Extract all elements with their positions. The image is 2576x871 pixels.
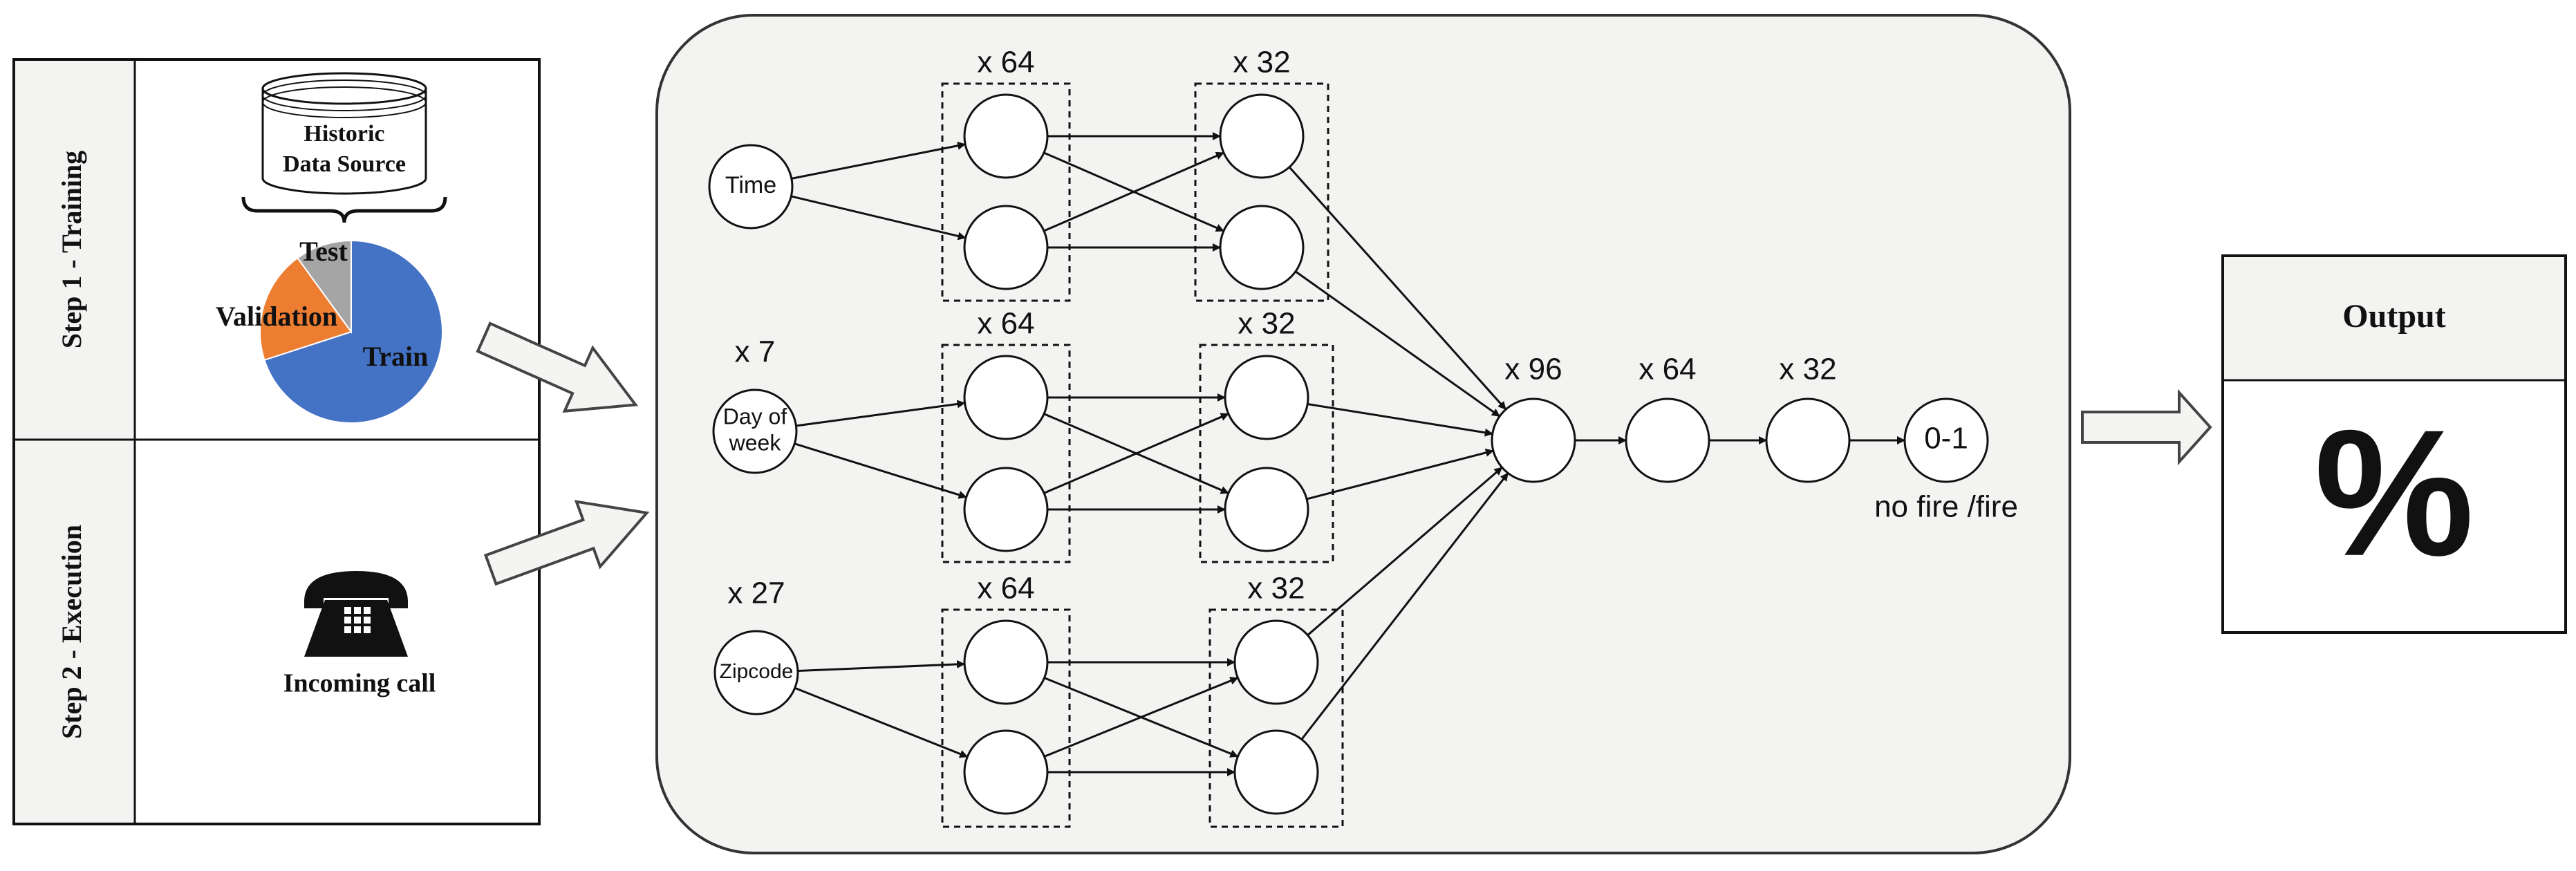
layer2-box-1 <box>1199 344 1334 563</box>
steps-panel: Step 1 - Training Step 2 - Execution His… <box>12 58 541 825</box>
layer2-count-label: x 32 <box>1238 307 1295 341</box>
historic-data-source-icon: Historic Data Source <box>261 72 427 195</box>
input-label-1: Day of <box>723 404 787 429</box>
merge-count-label-2: x 32 <box>1779 353 1836 386</box>
edge-input-l1 <box>794 442 967 499</box>
edge-input-l1 <box>791 141 967 180</box>
output-node <box>1903 397 1989 483</box>
pie-slice-validation <box>259 256 353 362</box>
edge-l2-merge <box>1307 467 1503 636</box>
step2-label-column <box>14 440 135 824</box>
edge-input-l1 <box>791 195 967 241</box>
hidden-node <box>1219 205 1305 290</box>
merge-node <box>1625 397 1710 483</box>
edge-l1-l2 <box>1043 413 1229 494</box>
curly-brace <box>241 196 447 223</box>
hidden-node <box>963 729 1049 815</box>
data-source-label-line1: Historic <box>304 121 384 147</box>
pie-label-validation: Validation <box>216 301 337 332</box>
hidden-node <box>1233 729 1319 815</box>
data-source-label-line2: Data Source <box>283 151 406 177</box>
edge-l2-merge <box>1300 472 1509 740</box>
hidden-node <box>1219 93 1305 179</box>
pie-slice-train <box>263 239 443 424</box>
hidden-node <box>1224 355 1309 440</box>
hidden-node <box>963 355 1049 440</box>
dataset-split-pie <box>259 239 443 424</box>
telephone-icon <box>304 571 408 657</box>
arrow-training-to-network <box>476 321 639 413</box>
arrow-network-to-output <box>2081 388 2212 466</box>
pie-label-train: Train <box>363 341 429 372</box>
output-node-label: 0-1 <box>1924 422 1968 456</box>
arrow-execution-to-network <box>483 500 650 586</box>
input-node-1 <box>712 388 798 474</box>
hidden-node <box>1233 619 1319 705</box>
edge-l1-l2 <box>1043 151 1224 232</box>
output-frame <box>2221 254 2567 634</box>
step1-label: Step 1 - Training <box>56 151 87 348</box>
output-title: Output <box>2342 298 2445 335</box>
edge-l2-merge <box>1306 448 1494 500</box>
edge-input-l1 <box>797 659 966 673</box>
edge-l2-merge <box>1295 270 1500 418</box>
input-label-1: week <box>729 430 782 455</box>
layer1-count-label: x 64 <box>977 572 1034 606</box>
layer1-box-1 <box>941 344 1071 563</box>
edge-input-l1 <box>794 686 969 758</box>
output-caption: no fire /fire <box>1874 490 2018 524</box>
layer2-count-label: x 32 <box>1247 572 1305 606</box>
step1-label-column <box>14 59 135 440</box>
input-node-2 <box>713 630 799 715</box>
hidden-node <box>963 467 1049 552</box>
hidden-node <box>963 93 1049 179</box>
edge-l2-merge <box>1288 166 1507 411</box>
merge-count-label-1: x 64 <box>1639 353 1696 386</box>
layer1-count-label: x 64 <box>977 307 1034 341</box>
incoming-call-label: Incoming call <box>283 669 436 698</box>
hidden-node <box>1224 467 1309 552</box>
input-node-0 <box>708 144 794 230</box>
layer2-count-label: x 32 <box>1233 46 1290 79</box>
output-panel: Output % <box>2221 254 2567 634</box>
edge-l2-merge <box>1307 403 1493 437</box>
input-label-2: Zipcode <box>720 660 794 683</box>
merge-node <box>1765 397 1851 483</box>
merge-count-label-0: x 96 <box>1504 353 1562 386</box>
percent-icon: % <box>2314 393 2474 594</box>
layer2-box-2 <box>1208 608 1344 828</box>
step2-label: Step 2 - Execution <box>56 525 87 739</box>
edge-input-l1 <box>796 400 966 427</box>
pie-label-test: Test <box>299 236 348 267</box>
layer1-box-0 <box>941 82 1071 302</box>
steps-frame <box>12 58 541 825</box>
edge-l1-l2 <box>1044 677 1239 758</box>
input-count-label-2: x 27 <box>727 577 785 610</box>
pie-slice-test <box>297 239 352 335</box>
hidden-node <box>963 205 1049 290</box>
layer1-box-2 <box>941 608 1071 828</box>
hidden-node <box>963 619 1049 705</box>
output-header <box>2223 256 2566 380</box>
layer2-box-0 <box>1194 82 1329 302</box>
layer1-count-label: x 64 <box>977 46 1034 79</box>
input-label-0: Time <box>725 172 776 198</box>
merge-node <box>1491 397 1576 483</box>
network-panel <box>655 14 2071 854</box>
input-count-label-1: x 7 <box>735 335 776 369</box>
